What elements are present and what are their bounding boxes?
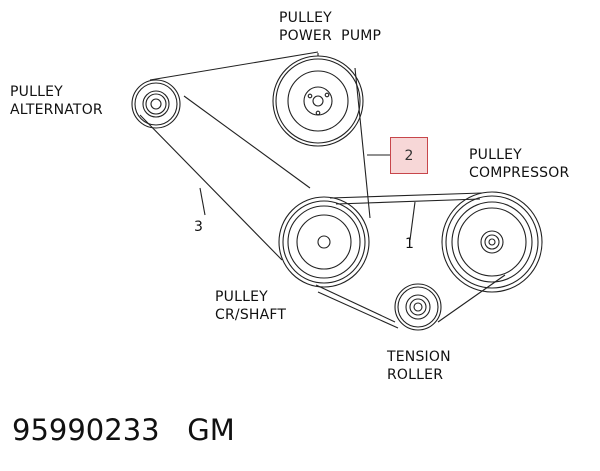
crankshaft-label-line-2: CR/SHAFT bbox=[215, 307, 287, 323]
alternator-label: PULLEY ALTERNATOR bbox=[10, 83, 103, 119]
power-pump-label: PULLEY POWER PUMP bbox=[279, 9, 381, 45]
belt-2-callout: 2 bbox=[390, 137, 428, 174]
tension-roller-label: TENSION ROLLER bbox=[387, 348, 451, 384]
compressor-label-line-1: PULLEY bbox=[469, 147, 522, 163]
tension-roller bbox=[394, 283, 442, 331]
power-pump-label-line-2: POWER PUMP bbox=[279, 28, 382, 44]
crankshaft-label-line-1: PULLEY bbox=[215, 289, 268, 305]
power-pump-label-line-1: PULLEY bbox=[279, 10, 332, 26]
compressor-label: PULLEY COMPRESSOR bbox=[469, 146, 569, 182]
diagram-canvas bbox=[131, 51, 543, 331]
crankshaft-pulley bbox=[278, 196, 370, 288]
leader-belt-3 bbox=[199, 187, 206, 216]
belt-1-number: 1 bbox=[405, 236, 414, 252]
alternator-label-line-1: PULLEY bbox=[10, 84, 63, 100]
alternator-pulley bbox=[131, 79, 181, 129]
alternator-label-line-2: ALTERNATOR bbox=[10, 102, 103, 118]
compressor-label-line-2: COMPRESSOR bbox=[469, 165, 570, 181]
belt-3-number: 3 bbox=[194, 219, 203, 235]
crankshaft-label: PULLEY CR/SHAFT bbox=[215, 288, 286, 324]
tension-roller-label-line-1: TENSION bbox=[387, 349, 451, 365]
belt-3 bbox=[139, 51, 371, 261]
power-pump-pulley bbox=[272, 53, 364, 147]
belt-1 bbox=[315, 192, 506, 329]
part-code: 95990233 GM bbox=[12, 413, 235, 447]
belt-2-number: 2 bbox=[404, 147, 414, 164]
leader-belt-1 bbox=[409, 201, 416, 241]
compressor-pulley bbox=[441, 191, 543, 293]
tension-roller-label-line-2: ROLLER bbox=[387, 367, 444, 383]
